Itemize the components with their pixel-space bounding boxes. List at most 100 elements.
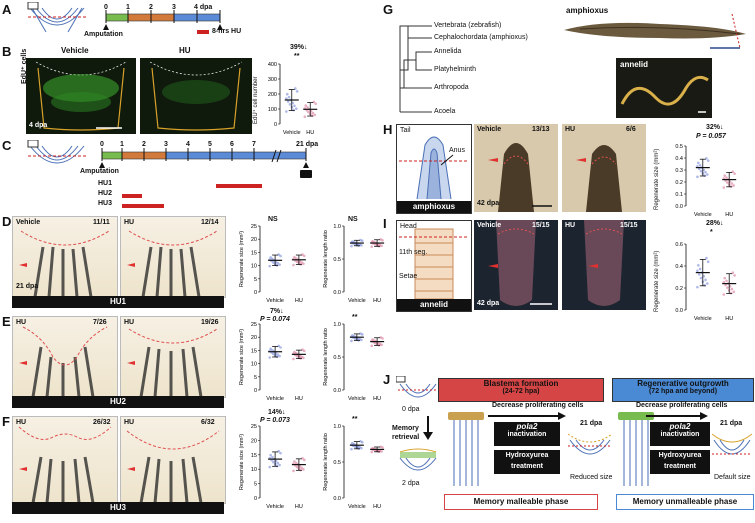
timeline-c-0: 0 (100, 141, 104, 148)
data-point (271, 455, 274, 459)
data-point (278, 263, 281, 266)
j-decrease-1: Decrease proliferating cells (492, 402, 584, 409)
phylogeny-tree (399, 25, 432, 113)
blastema-header: Blastema formation (24-72 hpa) (438, 378, 604, 402)
y-tick-label: 200 (268, 92, 277, 98)
data-point (295, 260, 299, 264)
fin-image-f-1: HU 26/32 (12, 416, 118, 504)
d-img1-label: Vehicle (16, 219, 41, 226)
i-pct: 28%↓ (706, 220, 724, 227)
fin-image-d-vehicle: Vehicle 11/11 21 dpa (12, 216, 118, 298)
data-point (285, 110, 288, 113)
data-point (706, 260, 710, 264)
d-ratio-sig: NS (348, 216, 358, 223)
e-img1-label: HU (16, 319, 27, 326)
treatment-hu2: HU2 (98, 190, 113, 197)
y-tick-label: 0.0 (333, 388, 341, 394)
pola2-box-1: pola2 inactivation (494, 422, 560, 446)
i-img1-count: 15/15 (532, 222, 550, 229)
pola2-text-1: pola2 (516, 422, 538, 431)
j-reduced: Reduced size (570, 474, 613, 481)
data-point (732, 184, 735, 187)
data-point (303, 115, 307, 119)
h-img1-count: 13/13 (532, 126, 550, 133)
blastema-title: Blastema formation (483, 379, 559, 388)
j-21dpa-1: 21 dpa (580, 420, 603, 427)
data-point (724, 283, 727, 287)
taxon-arthropoda: Arthropoda (434, 84, 469, 91)
data-point (314, 102, 317, 106)
data-point (279, 451, 282, 455)
annelid-diagram: Head 11th seg. Setae annelid (396, 220, 472, 312)
timeline-c-4: 4 (186, 141, 190, 148)
arrow-right-icon (488, 412, 566, 420)
y-tick-label: 0.4 (675, 264, 683, 270)
x-category-label: Vehicle (694, 212, 712, 218)
x-category-label: HU (725, 316, 733, 322)
timeline-c-6: 6 (230, 141, 234, 148)
data-point (726, 181, 729, 184)
i-img2-count: 15/15 (620, 222, 638, 229)
x-category-label: Vehicle (266, 298, 284, 304)
hydroxy-box-1: Hydroxyurea treatment (494, 450, 560, 474)
y-tick-label: 0 (254, 496, 257, 502)
amphioxus-hu-image: HU 6/6 (562, 124, 646, 212)
f-size-p: P = 0.073 (260, 417, 290, 424)
panel-label-a: A (2, 2, 12, 17)
i-sig: * (710, 229, 713, 236)
hu-title-b: HU (179, 46, 191, 55)
data-point (304, 104, 308, 107)
y-tick-label: 0 (274, 122, 277, 128)
data-point (287, 95, 291, 99)
data-point (350, 339, 353, 343)
timeline-c-2: 2 (142, 141, 146, 148)
j-memory: Memory retrieval (392, 425, 420, 441)
fin-image-f-2: HU 6/32 (120, 416, 226, 504)
data-point (706, 159, 710, 162)
annelid-title: annelid (620, 60, 649, 69)
arrow-right-icon-2 (646, 412, 708, 420)
data-point (300, 261, 303, 264)
data-point (704, 170, 707, 174)
i-diagram-top: Head (400, 223, 417, 230)
data-point (293, 255, 296, 259)
timeline-a-4: 4 dpa (194, 4, 213, 11)
amphioxus-diagram: Tail Anus amphioxus (396, 124, 472, 214)
y-tick-label: 15 (251, 348, 257, 354)
data-point (292, 357, 295, 361)
y-axis-label: Regenerate size (mm²) (239, 231, 245, 287)
y-tick-label: 0.2 (675, 180, 683, 186)
j-unmalleable: Memory unmalleable phase (616, 494, 754, 510)
y-tick-label: 0 (254, 290, 257, 296)
data-point (269, 453, 272, 457)
x-category-label: HU (295, 396, 303, 402)
inactivation-text-1: inactivation (507, 431, 547, 438)
y-tick-label: 15 (251, 250, 257, 256)
hydroxy-box-2: Hydroxyurea treatment (650, 450, 710, 474)
y-tick-label: 10 (251, 264, 257, 270)
i-diagram-bar: annelid (397, 299, 471, 311)
blastema-fin-illustration (448, 412, 484, 486)
time-label-b: 4 dpa (29, 122, 48, 129)
timeline-a-0: 0 (104, 4, 108, 11)
data-point (730, 182, 734, 185)
y-tick-label: 25 (251, 322, 257, 328)
data-point (302, 254, 306, 258)
y-tick-label: 20 (251, 335, 257, 341)
y-axis-label: Regenerate size (mm²) (239, 434, 245, 490)
y-tick-label: 100 (268, 107, 277, 113)
panel-label-j: J (383, 372, 391, 387)
data-point (272, 352, 275, 356)
y-axis-label: Regenerate size (mm²) (239, 329, 245, 385)
data-point (704, 278, 707, 282)
reduced-fin-illustration (567, 433, 613, 455)
y-tick-label: 0.0 (333, 496, 341, 502)
y-tick-label: 5 (254, 277, 257, 283)
h-diagram-top: Tail (400, 127, 411, 134)
annelid-photo: annelid (616, 58, 712, 118)
y-tick-label: 1.0 (333, 224, 341, 230)
